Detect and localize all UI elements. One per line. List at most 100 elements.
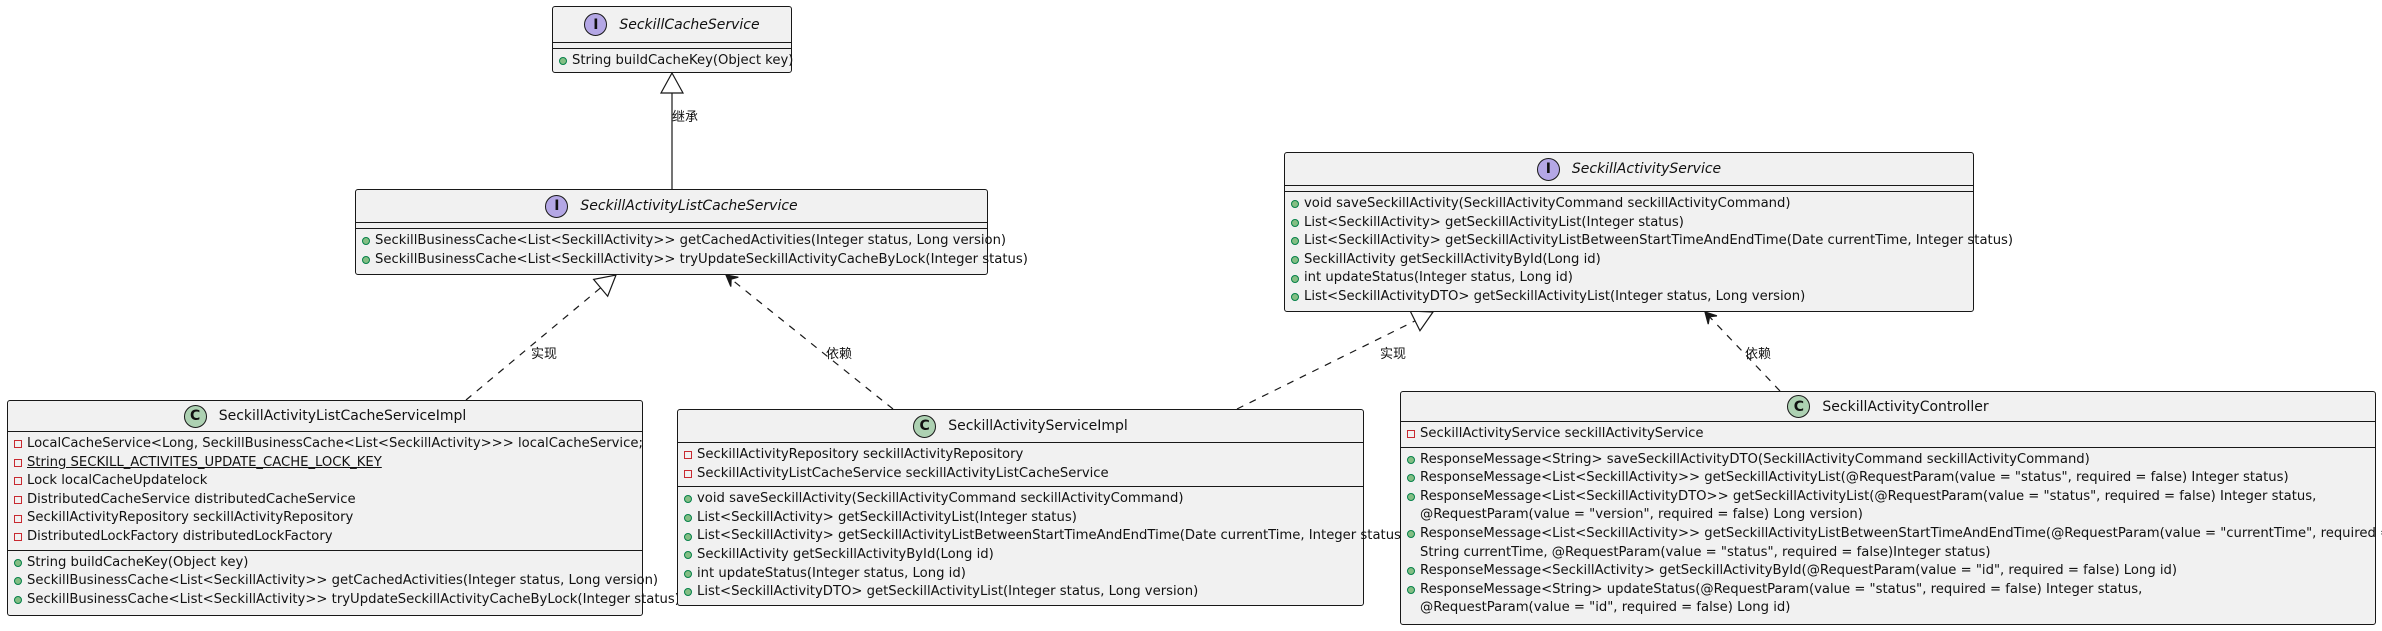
continuation-indent bbox=[1407, 544, 1420, 563]
method-text: int updateStatus(Integer status, Long id… bbox=[697, 565, 966, 581]
edge-label-dependency-controller: 依赖 bbox=[1745, 347, 1772, 362]
private-visibility-icon bbox=[684, 465, 697, 484]
edge-line-impl-service bbox=[1236, 320, 1416, 410]
continuation-indent bbox=[1407, 506, 1420, 525]
method-row: SeckillBusinessCache<List<SeckillActivit… bbox=[356, 232, 1006, 251]
field-row: SeckillActivityRepository seckillActivit… bbox=[8, 509, 642, 528]
method-text: String buildCacheKey(Object key) bbox=[27, 554, 249, 570]
public-visibility-icon bbox=[1291, 269, 1304, 288]
private-visibility-icon bbox=[14, 472, 27, 491]
method-text: List<SeckillActivity> getSeckillActivity… bbox=[697, 528, 1407, 544]
method-text: String buildCacheKey(Object key) bbox=[572, 53, 794, 68]
public-visibility-icon bbox=[14, 572, 27, 591]
method-text: SeckillBusinessCache<List<SeckillActivit… bbox=[27, 573, 659, 589]
public-visibility-icon bbox=[684, 490, 697, 509]
public-visibility-icon bbox=[1291, 288, 1304, 307]
private-visibility-icon bbox=[1407, 425, 1420, 444]
methods-section: ResponseMessage<String> saveSeckillActiv… bbox=[1401, 448, 2382, 621]
field-row: LocalCacheService<Long, SeckillBusinessC… bbox=[8, 435, 643, 454]
methods-section: SeckillBusinessCache<List<SeckillActivit… bbox=[356, 229, 1028, 272]
class-name: SeckillCacheService bbox=[619, 16, 760, 33]
method-text: ResponseMessage<List<SeckillActivity>> g… bbox=[1420, 525, 2382, 541]
class-icon: C bbox=[913, 414, 937, 438]
method-row: @RequestParam(value = "id", required = f… bbox=[1401, 599, 2375, 618]
public-visibility-icon bbox=[684, 583, 697, 602]
method-row: List<SeckillActivityDTO> getSeckillActiv… bbox=[1285, 288, 1973, 307]
method-row: String buildCacheKey(Object key) bbox=[8, 554, 642, 573]
interface-icon: I bbox=[584, 13, 608, 36]
method-text: void saveSeckillActivity(SeckillActivity… bbox=[1304, 196, 1791, 211]
method-row: SeckillBusinessCache<List<SeckillActivit… bbox=[8, 591, 680, 610]
class-seckill-activity-service-impl[interactable]: C SeckillActivityServiceImpl SeckillActi… bbox=[677, 409, 1406, 606]
public-visibility-icon bbox=[14, 591, 27, 610]
public-visibility-icon bbox=[362, 232, 375, 251]
fields-section bbox=[356, 223, 987, 229]
public-visibility-icon bbox=[1407, 488, 1420, 507]
method-row: List<SeckillActivity> getSeckillActivity… bbox=[678, 509, 1363, 528]
field-text: String SECKILL_ACTIVITES_UPDATE_CACHE_LO… bbox=[27, 454, 382, 470]
private-visibility-icon bbox=[14, 491, 27, 510]
public-visibility-icon bbox=[1291, 195, 1304, 214]
edge-arrowhead-dep-service-cache bbox=[725, 274, 739, 287]
public-visibility-icon bbox=[684, 546, 697, 565]
class-seckill-activity-service[interactable]: I SeckillActivityService void saveSeckil… bbox=[1284, 152, 2013, 312]
public-visibility-icon bbox=[684, 527, 697, 546]
class-header: I SeckillActivityListCacheService bbox=[356, 190, 987, 223]
fields-section bbox=[553, 43, 791, 49]
field-text: DistributedLockFactory distributedLockFa… bbox=[27, 528, 333, 544]
edge-arrowhead-extends bbox=[659, 71, 685, 94]
field-text: DistributedCacheService distributedCache… bbox=[27, 491, 356, 507]
methods-section: String buildCacheKey(Object key) bbox=[553, 49, 794, 74]
method-text: @RequestParam(value = "version", require… bbox=[1420, 507, 1863, 523]
class-seckill-cache-service[interactable]: I SeckillCacheService String buildCacheK… bbox=[552, 6, 794, 74]
method-row: ResponseMessage<List<SeckillActivityDTO>… bbox=[1401, 488, 2375, 507]
fields-section: SeckillActivityRepository seckillActivit… bbox=[678, 443, 1363, 488]
public-visibility-icon bbox=[14, 554, 27, 573]
field-text: Lock localCacheUpdatelock bbox=[27, 473, 208, 489]
method-text: ResponseMessage<List<SeckillActivityDTO>… bbox=[1420, 488, 2317, 504]
class-header: I SeckillActivityService bbox=[1285, 153, 1973, 186]
class-seckill-activity-list-cache-service[interactable]: I SeckillActivityListCacheService Seckil… bbox=[355, 189, 1028, 275]
field-row: String SECKILL_ACTIVITES_UPDATE_CACHE_LO… bbox=[8, 454, 642, 473]
method-text: List<SeckillActivityDTO> getSeckillActiv… bbox=[1304, 288, 1806, 304]
methods-section: String buildCacheKey(Object key) SeckillB… bbox=[8, 551, 680, 613]
class-seckill-activity-list-cache-service-impl[interactable]: C SeckillActivityListCacheServiceImpl Lo… bbox=[7, 400, 680, 616]
edge-arrowhead-impl-list-cache bbox=[592, 274, 617, 298]
public-visibility-icon bbox=[1407, 469, 1420, 488]
edge-label-realization-service: 实现 bbox=[1380, 347, 1407, 362]
field-row: SeckillActivityListCacheService seckillA… bbox=[678, 465, 1363, 484]
private-visibility-icon bbox=[14, 509, 27, 528]
class-name: SeckillActivityListCacheServiceImpl bbox=[218, 408, 467, 424]
method-text: ResponseMessage<List<SeckillActivity>> g… bbox=[1420, 470, 2289, 486]
method-text: int updateStatus(Integer status, Long id… bbox=[1304, 270, 1573, 286]
continuation-indent bbox=[1407, 599, 1420, 618]
method-row: SeckillBusinessCache<List<SeckillActivit… bbox=[356, 251, 1028, 270]
public-visibility-icon bbox=[1407, 562, 1420, 581]
field-row: DistributedCacheService distributedCache… bbox=[8, 491, 642, 510]
public-visibility-icon bbox=[362, 251, 375, 270]
fields-section bbox=[1285, 186, 1973, 192]
class-seckill-activity-controller[interactable]: C SeckillActivityController SeckillActiv… bbox=[1400, 391, 2382, 625]
method-row: List<SeckillActivity> getSeckillActivity… bbox=[1285, 232, 2013, 251]
method-text: SeckillActivity getSeckillActivityById(L… bbox=[697, 546, 994, 562]
method-text: SeckillBusinessCache<List<SeckillActivit… bbox=[375, 251, 1028, 267]
fields-section: LocalCacheService<Long, SeckillBusinessC… bbox=[8, 432, 643, 551]
edge-arrowhead-dep-controller bbox=[1704, 311, 1718, 325]
edge-line-dep-controller bbox=[1705, 313, 1781, 392]
method-row: void saveSeckillActivity(SeckillActivity… bbox=[1285, 195, 1973, 214]
method-row: ResponseMessage<List<SeckillActivity>> g… bbox=[1401, 525, 2382, 544]
private-visibility-icon bbox=[684, 446, 697, 465]
public-visibility-icon bbox=[559, 52, 572, 71]
method-row: ResponseMessage<List<SeckillActivity>> g… bbox=[1401, 469, 2375, 488]
edge-line-dep-service-cache bbox=[727, 275, 894, 410]
field-text: SeckillActivityService seckillActivitySe… bbox=[1420, 426, 1704, 441]
class-name: SeckillActivityServiceImpl bbox=[948, 418, 1128, 434]
public-visibility-icon bbox=[1291, 214, 1304, 233]
method-row: SeckillBusinessCache<List<SeckillActivit… bbox=[8, 572, 658, 591]
class-header: I SeckillCacheService bbox=[553, 7, 791, 43]
class-name: SeckillActivityController bbox=[1822, 398, 1989, 415]
method-row: void saveSeckillActivity(SeckillActivity… bbox=[678, 490, 1363, 509]
edge-arrowhead-impl-service bbox=[1409, 310, 1435, 332]
method-row: ResponseMessage<String> saveSeckillActiv… bbox=[1401, 451, 2375, 470]
public-visibility-icon bbox=[684, 509, 697, 528]
